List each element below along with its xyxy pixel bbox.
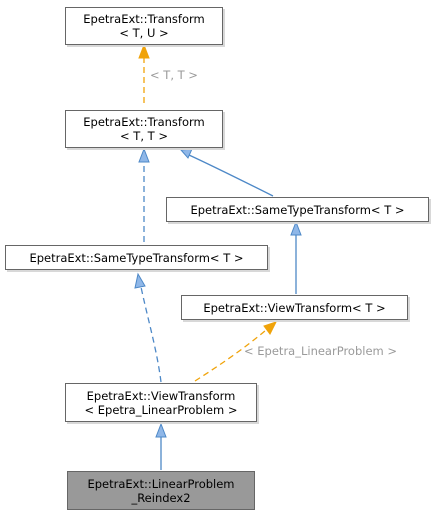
node-linearproblem-reindex2-line1: EpetraExt::LinearProblem — [87, 476, 235, 491]
node-sametype-transform-right[interactable]: EpetraExt::SameTypeTransform< T > — [166, 197, 429, 222]
node-linearproblem-reindex2-line2: _Reindex2 — [131, 490, 191, 505]
node-sametype-transform-right-label: EpetraExt::SameTypeTransform< T > — [190, 202, 405, 217]
node-transform-t-t[interactable]: EpetraExt::Transform < T, T > — [65, 110, 223, 148]
node-transform-t-u[interactable]: EpetraExt::Transform < T, U > — [65, 7, 223, 45]
arrowhead-viewtransform-lp-blue — [134, 272, 146, 289]
arrowhead-sametype-right — [179, 148, 193, 159]
arrowhead-viewtransform-t — [290, 220, 302, 236]
node-sametype-transform-left[interactable]: EpetraExt::SameTypeTransform< T > — [5, 245, 268, 270]
node-viewtransform-t-label: EpetraExt::ViewTransform< T > — [203, 300, 386, 315]
node-transform-t-u-line2: < T, U > — [119, 26, 169, 40]
arrowhead-sametype-left — [138, 147, 150, 163]
edge-sametype-right-to-transform — [188, 154, 274, 197]
edge-label-lp-template: < Epetra_LinearProblem > — [244, 344, 398, 358]
node-transform-t-t-line2: < T, T > — [120, 129, 168, 143]
node-transform-t-t-line1: EpetraExt::Transform — [83, 115, 205, 129]
node-viewtransform-linearproblem[interactable]: EpetraExt::ViewTransform < Epetra_Linear… — [65, 383, 257, 422]
edge-template-lp — [194, 329, 267, 382]
arrowhead-reindex — [155, 422, 167, 438]
arrowhead-template-tt — [138, 43, 150, 59]
edge-viewtransform-lp-to-sametype-left — [140, 286, 162, 383]
node-linearproblem-reindex2[interactable]: EpetraExt::LinearProblem _Reindex2 — [67, 471, 255, 510]
node-transform-t-u-line1: EpetraExt::Transform — [83, 12, 205, 26]
arrowhead-template-lp — [263, 321, 277, 335]
node-viewtransform-t[interactable]: EpetraExt::ViewTransform< T > — [181, 295, 408, 320]
node-viewtransform-linearproblem-line2: < Epetra_LinearProblem > — [84, 402, 238, 417]
node-sametype-transform-left-label: EpetraExt::SameTypeTransform< T > — [29, 250, 244, 265]
node-viewtransform-linearproblem-line1: EpetraExt::ViewTransform — [86, 388, 236, 403]
edge-label-tt-template: < T, T > — [150, 68, 198, 82]
